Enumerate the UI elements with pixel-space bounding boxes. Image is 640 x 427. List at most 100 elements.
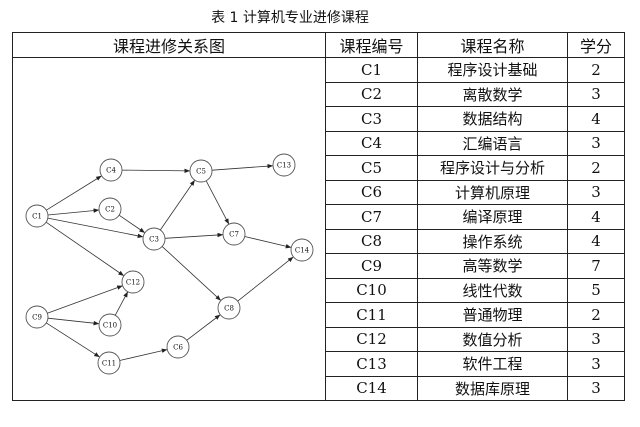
course-credits: 2 — [567, 155, 625, 181]
course-name: 计算机原理 — [417, 179, 568, 205]
edge-c2-to-c3 — [118, 214, 145, 233]
edge-c9-to-c12 — [47, 285, 123, 314]
node-label: C8 — [224, 305, 234, 313]
edge-c5-to-c7 — [205, 180, 230, 225]
edge-c5-to-c13 — [211, 163, 274, 171]
node-circle — [121, 270, 145, 294]
course-code: C8 — [325, 228, 418, 254]
course-code: C11 — [325, 302, 418, 328]
node-circle — [98, 197, 122, 221]
node-c14: C14 — [290, 238, 314, 262]
course-code: C5 — [325, 155, 418, 181]
course-code: C14 — [325, 375, 418, 401]
node-circle — [99, 158, 123, 182]
edge-c7-to-c14 — [244, 236, 292, 249]
course-name: 操作系统 — [417, 228, 568, 254]
course-credits: 3 — [567, 130, 625, 156]
node-label: C9 — [32, 314, 42, 322]
course-code: C7 — [325, 204, 418, 230]
node-circle — [217, 296, 241, 320]
edge-c1-to-c2 — [47, 208, 100, 216]
course-credits: 3 — [567, 326, 625, 352]
header-name: 课程名称 — [417, 32, 568, 58]
node-label: C13 — [277, 162, 291, 170]
edge-c6-to-c8 — [186, 314, 221, 341]
edge-c9-to-c10 — [47, 317, 100, 326]
edge-c3-to-c5 — [159, 180, 195, 231]
node-c4: C4 — [99, 158, 123, 182]
course-credits: 4 — [567, 204, 625, 230]
header-code: 课程编号 — [325, 32, 418, 58]
course-credits: 3 — [567, 81, 625, 107]
node-circle — [98, 313, 122, 337]
course-credits: 4 — [567, 228, 625, 254]
course-code: C3 — [325, 106, 418, 132]
node-c7: C7 — [222, 222, 246, 246]
edge-c1-to-c4 — [46, 175, 102, 211]
course-credits: 2 — [567, 57, 625, 83]
course-credits: 3 — [567, 375, 625, 401]
course-credits: 7 — [567, 253, 625, 279]
node-circle — [189, 159, 213, 183]
header-credits: 学分 — [567, 32, 625, 58]
node-label: C2 — [105, 206, 115, 214]
course-code: C13 — [325, 351, 418, 377]
edge-c1-to-c3 — [47, 217, 144, 239]
course-credits: 3 — [567, 351, 625, 377]
node-circle — [290, 238, 314, 262]
edge-c11-to-c6 — [119, 348, 168, 361]
node-c3: C3 — [142, 227, 166, 251]
node-label: C7 — [229, 231, 239, 239]
node-label: C12 — [126, 279, 140, 287]
course-code: C9 — [325, 253, 418, 279]
header-graph: 课程进修关系图 — [12, 32, 326, 58]
course-name: 高等数学 — [417, 253, 568, 279]
node-circle — [25, 204, 49, 228]
node-label: C14 — [295, 247, 310, 255]
node-c11: C11 — [97, 351, 121, 375]
edge-c9-to-c11 — [46, 322, 100, 358]
course-name: 普通物理 — [417, 302, 568, 328]
node-circle — [142, 227, 166, 251]
edge-c3-to-c8 — [161, 246, 221, 301]
edge-c10-to-c12 — [114, 291, 128, 316]
node-c10: C10 — [98, 313, 122, 337]
node-label: C11 — [102, 360, 116, 368]
course-name: 离散数学 — [417, 81, 568, 107]
node-c1: C1 — [25, 204, 49, 228]
edge-c4-to-c5 — [121, 168, 191, 174]
node-circle — [25, 305, 49, 329]
node-circle — [97, 351, 121, 375]
header-row: 课程进修关系图 课程编号 课程名称 学分 — [12, 32, 625, 58]
node-label: C1 — [32, 213, 42, 221]
edge-c3-to-c7 — [164, 232, 224, 239]
course-name: 程序设计基础 — [417, 57, 568, 83]
course-name: 程序设计与分析 — [417, 155, 568, 181]
node-label: C6 — [173, 344, 183, 352]
course-credits: 3 — [567, 179, 625, 205]
course-code: C1 — [325, 57, 418, 83]
course-credits: 4 — [567, 106, 625, 132]
course-code: C6 — [325, 179, 418, 205]
course-name: 软件工程 — [417, 351, 568, 377]
node-label: C5 — [196, 168, 206, 176]
node-label: C3 — [149, 236, 159, 244]
node-c5: C5 — [189, 159, 213, 183]
node-circle — [272, 153, 296, 177]
course-code: C4 — [325, 130, 418, 156]
course-credits: 2 — [567, 302, 625, 328]
